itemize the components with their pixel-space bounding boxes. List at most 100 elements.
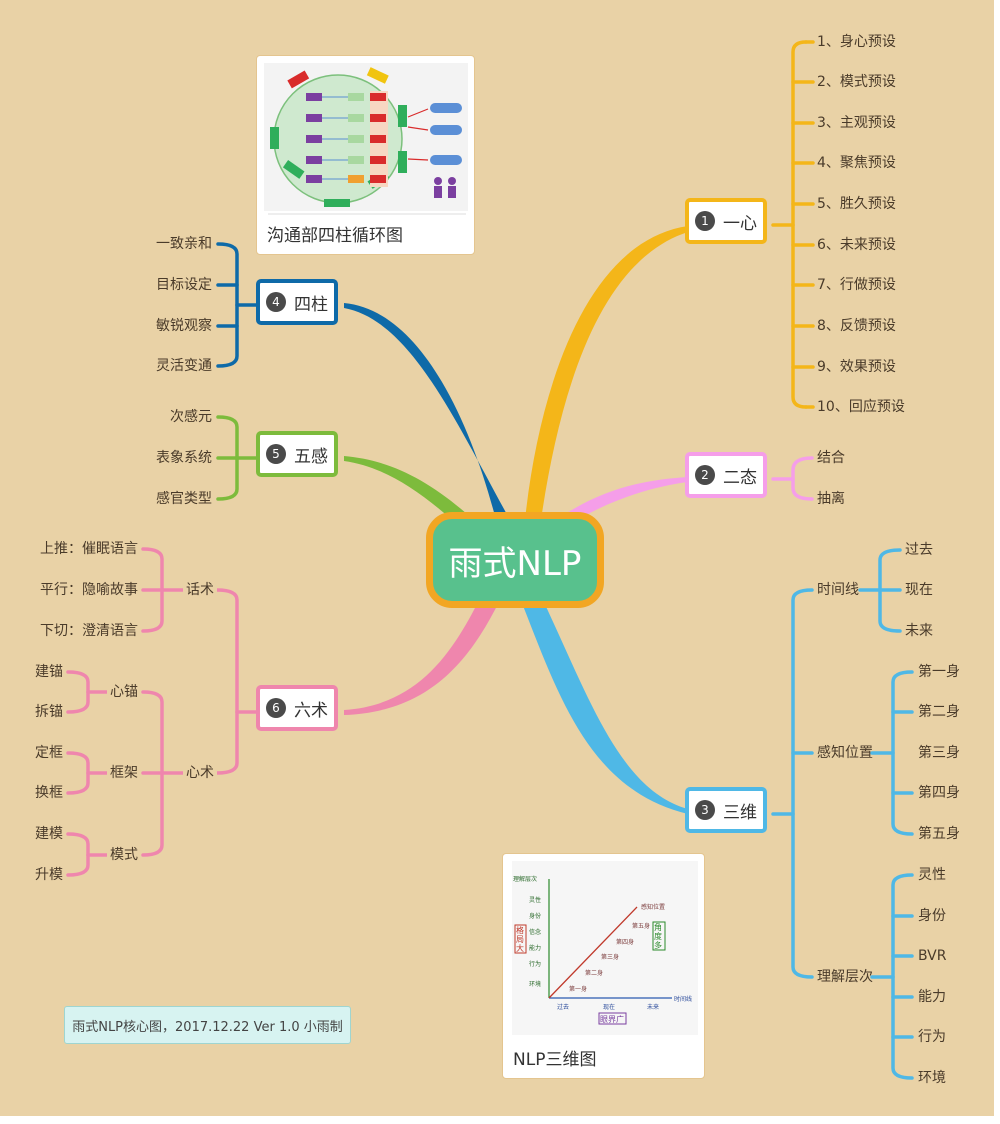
subtopic[interactable]: 3、主观预设 (817, 115, 896, 131)
level-label: 身份 (529, 913, 542, 920)
number-badge: 3 (695, 800, 715, 820)
subtopic[interactable]: 现在 (905, 582, 933, 598)
topic-sanwei[interactable]: 3 三维 (685, 787, 767, 833)
subtopic[interactable]: 1、身心预设 (817, 34, 896, 50)
subtopic[interactable]: 建锚 (35, 664, 63, 680)
branch-line-4 (344, 303, 510, 520)
branch-line-6 (344, 590, 500, 715)
subtopic[interactable]: 表象系统 (156, 450, 212, 466)
subtopic[interactable]: 升模 (35, 867, 63, 883)
subtopic[interactable]: 未来 (905, 623, 933, 639)
person-label: 第三身 (601, 954, 620, 961)
topic-ertai[interactable]: 2 二态 (685, 452, 767, 498)
topic-wugan[interactable]: 5 五感 (256, 431, 338, 477)
subtopic-perceptual-position[interactable]: 感知位置 (817, 745, 873, 761)
subtopic[interactable]: 定框 (35, 745, 63, 761)
subtopic[interactable]: 第四身 (918, 785, 960, 801)
topic-label: 三维 (723, 802, 757, 823)
axis-label-x: 时间线 (674, 996, 693, 1003)
cycle-diagram-thumbnail (264, 63, 468, 215)
topic-label: 六术 (294, 700, 328, 721)
image-card-sanwei[interactable]: 理解层次 时间线 环境 行为 能力 信念 身份 灵性 过去 现在 未来 第一身 … (502, 853, 705, 1079)
branch-line-3 (520, 598, 688, 814)
subtopic-timeline[interactable]: 时间线 (817, 582, 859, 598)
subtopic-kuangjia[interactable]: 框架 (107, 763, 141, 783)
topic-label: 二态 (723, 467, 757, 488)
subtopic[interactable]: 2、模式预设 (817, 74, 896, 90)
image-card-title: NLP三维图 (513, 1050, 597, 1070)
person-label: 第五身 (632, 923, 651, 930)
central-topic[interactable]: 雨式NLP (426, 512, 604, 608)
topic-yixin[interactable]: 1 一心 (685, 198, 767, 244)
topic-liushu[interactable]: 6 六术 (256, 685, 338, 731)
subtopic[interactable]: 建模 (35, 826, 63, 842)
subtopic[interactable]: 第五身 (918, 826, 960, 842)
subtopic[interactable]: 9、效果预设 (817, 359, 896, 375)
subtopic[interactable]: 过去 (905, 542, 933, 558)
person-label: 第二身 (585, 970, 604, 977)
subtopic[interactable]: 换框 (35, 785, 63, 801)
subtopic[interactable]: 6、未来预设 (817, 237, 896, 253)
number-badge: 1 (695, 211, 715, 231)
subtopic[interactable]: 下切：澄清语言 (40, 623, 138, 639)
number-badge: 2 (695, 465, 715, 485)
axis-label-y: 理解层次 (513, 876, 538, 883)
number-badge: 6 (266, 698, 286, 718)
time-label: 现在 (603, 1004, 616, 1011)
subtopic[interactable]: 感官类型 (156, 491, 212, 507)
subtopic[interactable]: 目标设定 (156, 277, 212, 293)
subtopic[interactable]: 第一身 (918, 664, 960, 680)
level-label: 行为 (529, 961, 542, 968)
subtopic[interactable]: 4、聚焦预设 (817, 155, 896, 171)
subtopic[interactable]: 行为 (918, 1029, 946, 1045)
subtopic[interactable]: 7、行做预设 (817, 277, 896, 293)
topic-label: 五感 (294, 446, 328, 467)
tag-right: 角度多 (654, 923, 662, 950)
level-label: 灵性 (529, 897, 542, 904)
subtopic[interactable]: 拆锚 (35, 704, 63, 720)
footer-note[interactable]: 雨式NLP核心图，2017.12.22 Ver 1.0 小雨制 (64, 1006, 351, 1044)
subtopic[interactable]: 次感元 (170, 409, 212, 425)
subtopic-xinshu[interactable]: 心术 (183, 763, 217, 783)
level-label: 环境 (529, 981, 542, 988)
subtopic[interactable]: 10、回应预设 (817, 399, 905, 415)
topic-label: 一心 (723, 213, 757, 234)
level-label: 能力 (529, 945, 542, 952)
subtopic[interactable]: 身份 (918, 908, 946, 924)
subtopic[interactable]: 5、胜久预设 (817, 196, 896, 212)
subtopic[interactable]: 灵性 (918, 867, 946, 883)
person-label: 第四身 (616, 939, 635, 946)
nlp-3d-graph-thumbnail (512, 861, 698, 1035)
tag-left: 格局大 (516, 926, 524, 953)
level-label: 信念 (529, 929, 542, 936)
subtopic[interactable]: 第三身 (918, 745, 960, 761)
topic-label: 四柱 (294, 294, 328, 315)
subtopic[interactable]: 第二身 (918, 704, 960, 720)
subtopic[interactable]: 结合 (817, 450, 845, 466)
person-label: 第一身 (569, 986, 588, 993)
subtopic[interactable]: 一致亲和 (156, 236, 212, 252)
subtopic[interactable]: 敏锐观察 (156, 318, 212, 334)
subtopic[interactable]: 8、反馈预设 (817, 318, 896, 334)
subtopic[interactable]: 抽离 (817, 491, 845, 507)
topic-sizhu[interactable]: 4 四柱 (256, 279, 338, 325)
subtopic-xinmao[interactable]: 心锚 (107, 682, 141, 702)
subtopic[interactable]: 环境 (918, 1070, 946, 1086)
time-label: 未来 (647, 1004, 660, 1011)
subtopic[interactable]: 能力 (918, 989, 946, 1005)
tag-bottom: 眼界广 (600, 1015, 624, 1024)
subtopic-moshi[interactable]: 模式 (107, 845, 141, 865)
number-badge: 4 (266, 292, 286, 312)
branch-line-2 (556, 477, 688, 525)
branch-line-1 (525, 226, 688, 520)
subtopic[interactable]: BVR (918, 948, 947, 964)
subtopic-logical-levels[interactable]: 理解层次 (817, 969, 873, 985)
image-card-title: 沟通部四柱循环图 (267, 226, 403, 246)
image-card-sizhu[interactable]: 沟通部四柱循环图 (256, 55, 475, 255)
subtopic[interactable]: 灵活变通 (156, 358, 212, 374)
subtopic[interactable]: 平行：隐喻故事 (40, 582, 138, 598)
subtopic-huashu[interactable]: 话术 (183, 580, 217, 600)
subtopic[interactable]: 上推：催眠语言 (40, 541, 138, 557)
